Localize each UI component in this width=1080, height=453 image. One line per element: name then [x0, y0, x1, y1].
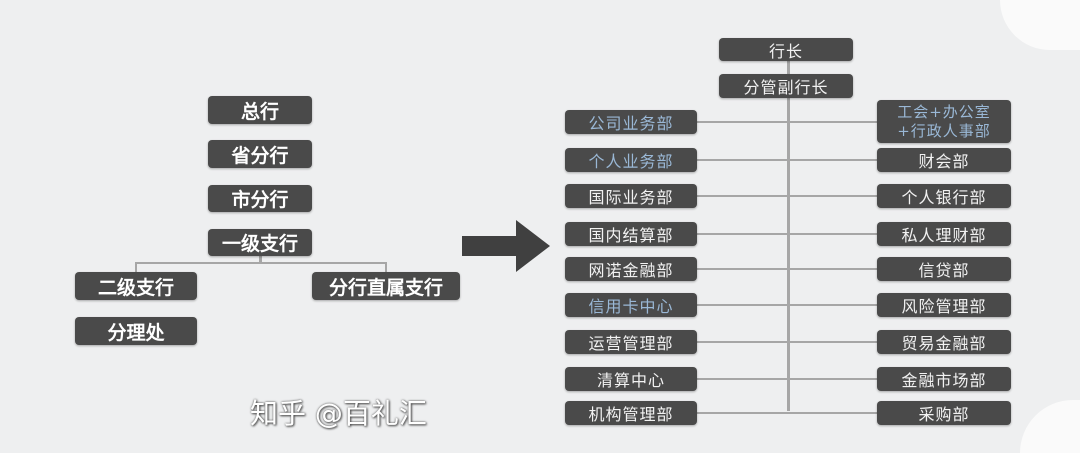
branch-line	[697, 341, 879, 343]
decor-circle	[1020, 400, 1080, 453]
dept-right: 财会部	[877, 148, 1011, 172]
branch-line	[697, 304, 879, 306]
org-node-president: 行长	[719, 38, 853, 61]
decor-circle	[1000, 0, 1080, 50]
branch-line	[697, 378, 879, 380]
arrow-right-icon	[462, 220, 550, 272]
org-node-provincial: 省分行	[208, 140, 312, 168]
dept-left: 国内结算部	[565, 222, 697, 246]
org-node-first-sub: 一级支行	[208, 229, 312, 256]
branch-line	[697, 195, 879, 197]
org-node-second-sub: 二级支行	[75, 272, 197, 300]
dept-left: 机构管理部	[565, 401, 697, 425]
dept-right: 贸易金融部	[877, 330, 1011, 354]
dept-right: 采购部	[877, 401, 1011, 425]
connector	[135, 262, 137, 272]
connector	[385, 262, 387, 272]
dept-left: 网诺金融部	[565, 257, 697, 281]
dept-left: 运营管理部	[565, 330, 697, 354]
org-node-office: 分理处	[75, 317, 197, 345]
dept-left: 清算中心	[565, 367, 697, 391]
org-node-city: 市分行	[208, 185, 312, 212]
dept-left: 公司业务部	[565, 110, 697, 134]
connector	[135, 262, 387, 264]
dept-left: 国际业务部	[565, 184, 697, 208]
dept-right: 工会+办公室+行政人事部	[877, 100, 1011, 143]
dept-right: 个人银行部	[877, 184, 1011, 208]
dept-right: 私人理财部	[877, 222, 1011, 246]
branch-line	[697, 412, 879, 414]
trunk-line	[787, 61, 790, 411]
branch-line	[697, 268, 879, 270]
watermark: 知乎 @百礼汇	[250, 397, 427, 430]
dept-left: 个人业务部	[565, 148, 697, 172]
dept-left: 信用卡中心	[565, 293, 697, 317]
dept-right: 风险管理部	[877, 293, 1011, 317]
dept-right: 信贷部	[877, 257, 1011, 281]
dept-right: 金融市场部	[877, 367, 1011, 391]
org-node-head-office: 总行	[208, 96, 312, 124]
branch-line	[697, 159, 879, 161]
branch-line	[697, 121, 879, 123]
branch-line	[697, 233, 879, 235]
connector	[259, 256, 262, 264]
org-node-vice-president: 分管副行长	[719, 74, 853, 98]
org-node-direct-sub: 分行直属支行	[312, 272, 460, 300]
